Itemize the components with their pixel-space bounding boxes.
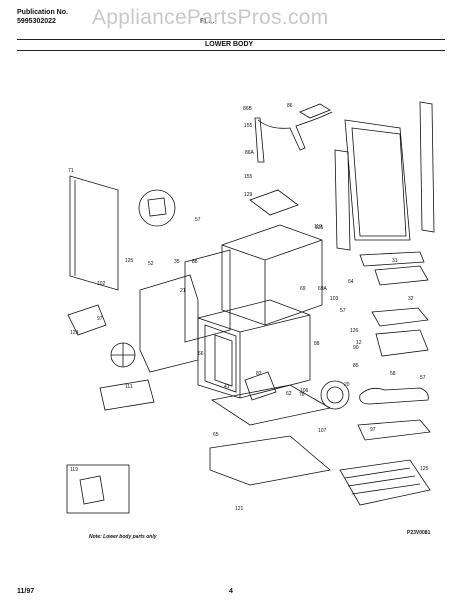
inset-note: Note: Lower body parts only: [89, 534, 157, 540]
publication-label: Publication No.: [17, 9, 68, 16]
callout-76: 76: [299, 392, 305, 398]
header-rule-bottom: [17, 50, 445, 51]
callout-12: 12: [356, 340, 362, 346]
callout-labels: 86B 86 155 86A 155 129 71 57 125 125 52 102 97 21 129 1…: [68, 103, 429, 512]
callout-155: 155: [244, 123, 253, 129]
oven-rack-part: [374, 265, 429, 286]
side-trim-part: [334, 149, 351, 251]
callout-86A: 86A: [245, 150, 255, 156]
callout-90: 90: [353, 345, 359, 351]
trim-strip-part: [419, 101, 435, 233]
callout-97: 97: [97, 316, 103, 322]
detail-circle-part: [138, 189, 176, 227]
callout-82: 82: [256, 371, 262, 377]
callout-69: 69: [300, 286, 306, 292]
bottom-tray-part: [210, 384, 332, 426]
callout-57: 57: [340, 308, 346, 314]
footer-date: 11/97: [17, 588, 35, 595]
model-fragment: FL...: [200, 18, 215, 25]
grille-part: [359, 251, 425, 267]
header-rule-top: [17, 39, 445, 40]
callout-106: 106: [300, 388, 309, 394]
callout-57: 57: [195, 217, 201, 223]
vent-tube-part: [257, 111, 333, 151]
callout-102: 102: [97, 281, 106, 287]
callout-111: 111: [125, 384, 133, 390]
callout-20: 20: [344, 382, 350, 388]
lower-cavity-part: [197, 299, 311, 399]
callout-121: 121: [235, 506, 244, 512]
callout-41: 41: [224, 384, 230, 390]
callout-88: 88: [314, 341, 320, 347]
callout-126: 126: [350, 328, 359, 334]
vent-duct-part: [254, 117, 265, 163]
broil-rack-part: [339, 459, 431, 506]
fan-cover-part: [320, 380, 350, 410]
callout-97: 97: [370, 427, 376, 433]
callout-35: 35: [174, 259, 180, 265]
section-title: LOWER BODY: [205, 41, 254, 48]
bracket-part: [249, 189, 299, 216]
broil-element-part: [359, 387, 429, 405]
wrap-panel-part: [184, 249, 231, 343]
callout-125: 125: [420, 466, 429, 472]
bottom-panel-part: [209, 435, 331, 486]
terminal-block-part: [99, 379, 155, 411]
bake-element-part: [357, 419, 431, 441]
watermark: AppliancePartsPros.com: [92, 6, 329, 29]
callout-86B: 86B: [243, 106, 253, 112]
door-frame-part: [344, 119, 411, 241]
inset-box: [66, 464, 130, 514]
side-panel-part: [69, 175, 119, 291]
callout-66: 66: [198, 351, 204, 357]
callout-58: 58: [390, 371, 396, 377]
callout-32: 32: [408, 296, 414, 302]
callout-65: 65: [213, 432, 219, 438]
callout-71: 71: [68, 168, 74, 174]
callout-125: 125: [315, 225, 324, 231]
drawing-code: P23V0081: [407, 530, 431, 536]
oven-cavity-part: [221, 224, 323, 326]
motor-part: [67, 304, 107, 336]
callout-88: 88: [192, 259, 198, 265]
callout-31: 31: [392, 258, 398, 264]
callout-85: 85: [353, 363, 359, 369]
callout-21: 21: [180, 288, 186, 294]
callout-86: 86: [287, 103, 293, 109]
callout-107: 107: [318, 428, 327, 434]
callout-119: 119: [314, 224, 322, 230]
callout-129: 129: [70, 330, 79, 336]
footer-page: 4: [229, 588, 233, 595]
callout-57: 57: [420, 375, 426, 381]
callout-64: 64: [348, 279, 354, 285]
callout-62: 62: [286, 391, 292, 397]
callout-155: 155: [244, 174, 253, 180]
insulation-panel-part: [139, 274, 199, 373]
callout-69A: 69A: [318, 286, 328, 292]
callout-125: 125: [125, 258, 134, 264]
callout-103: 103: [330, 296, 339, 302]
callout-52: 52: [148, 261, 154, 267]
publication-number: 5995302022: [17, 18, 56, 25]
callout-129: 129: [244, 192, 253, 198]
inset-callout: 119: [70, 467, 78, 473]
